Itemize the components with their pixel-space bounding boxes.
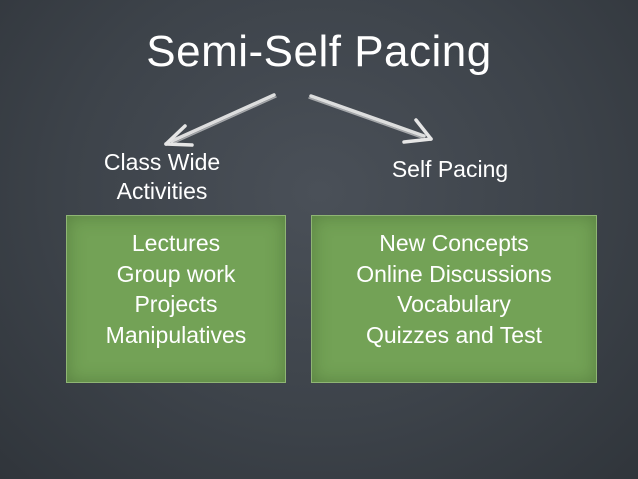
list-item: Group work [116,260,236,287]
list-item: Online Discussions [356,260,552,287]
list-item: Projects [134,291,218,317]
left-branch-label-line2: Activities [116,178,208,204]
right-branch-label: Self Pacing [391,156,509,182]
class-wide-box: Lectures Group work Projects Manipulativ… [66,215,286,383]
slide-title: Semi-Self Pacing [146,27,492,76]
self-pacing-box: New Concepts Online Discussions Vocabula… [311,215,597,383]
left-branch-label-line1: Class Wide [103,149,221,175]
list-item: Manipulatives [105,321,247,348]
right-arrow [308,94,433,144]
left-branch-label: Class Wide Activities [82,148,242,206]
list-item: Vocabulary [397,291,511,317]
list-item: Lectures [131,230,221,256]
left-arrow [164,93,277,147]
list-item: Quizzes and Test [365,321,542,348]
list-item: New Concepts [379,230,529,256]
